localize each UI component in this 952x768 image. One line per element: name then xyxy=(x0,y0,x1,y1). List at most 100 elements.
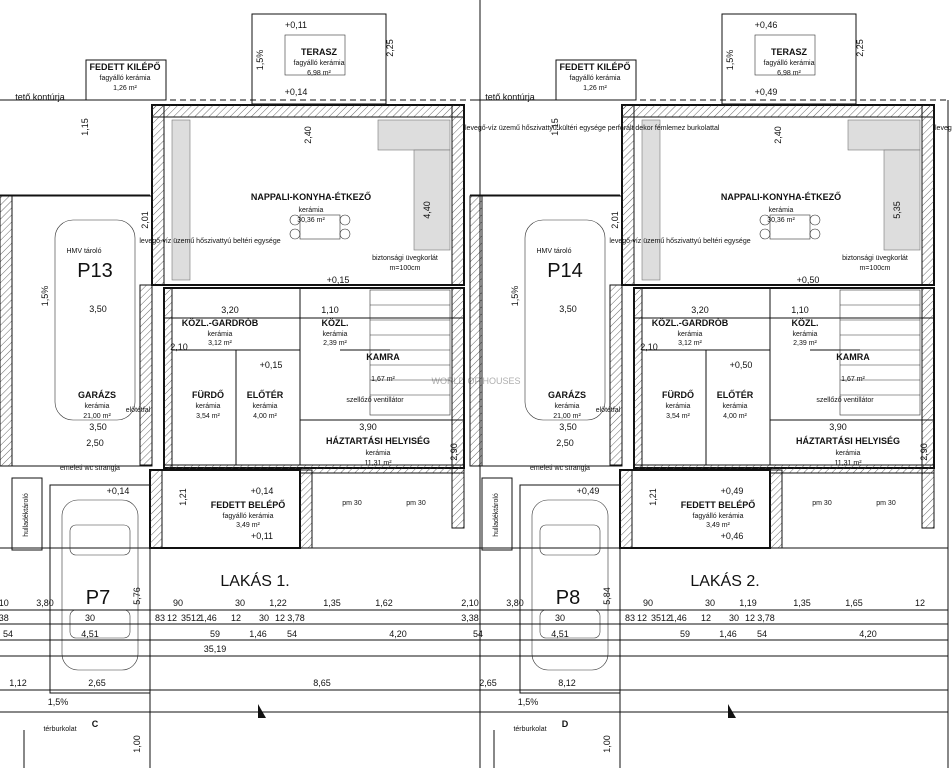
unit-2-dim_row3-3: 1,46 xyxy=(719,629,737,639)
unit-1-emeleti-wc: emeleti wc strangja xyxy=(60,465,120,472)
unit-2-dim_row3-0: 54 xyxy=(473,629,483,639)
unit-1-dim_row1-1: 3,80 xyxy=(36,598,54,608)
unit-1-level-terasz-top: +0,11 xyxy=(285,20,307,30)
unit-1-garazs: GARÁZS xyxy=(78,390,116,400)
unit-1-dim_row2-2: 83 xyxy=(155,613,165,623)
unit-2-terburkolat: térburkolat xyxy=(513,726,546,733)
unit-1-fedett-belepo-area: 3,49 m² xyxy=(236,522,260,529)
unit-1-eloter: ELŐTÉR xyxy=(247,389,284,400)
unit-2-dim_row2-3: 12 xyxy=(637,613,647,623)
unit-2-level-nappali: +0,50 xyxy=(797,275,820,285)
unit-1-level-belepo-top: +0,14 xyxy=(251,486,274,496)
unit-2-dim_row2-6: 1,46 xyxy=(669,613,687,623)
unit-2-terasz-area: 6,98 m² xyxy=(777,70,801,77)
unit-2-dim-210: 2,10 xyxy=(640,342,658,352)
unit-1-level-garazs: +0,14 xyxy=(107,486,130,496)
unit-2-dim-320: 3,20 xyxy=(691,305,709,315)
unit-2-dim-240: 2,40 xyxy=(773,126,783,144)
unit-2-furdo: FÜRDŐ xyxy=(662,389,694,400)
unit-1-terasz-area: 6,98 m² xyxy=(307,70,331,77)
unit-1-dim_row2-3: 12 xyxy=(167,613,177,623)
unit-1-dim_row2-0: 3,38 xyxy=(0,613,9,623)
unit-1-furdo-sub: kerámia xyxy=(196,403,221,410)
unit-1-kamra: KAMRA xyxy=(366,352,400,362)
unit-1-nappali-area: 30,36 m² xyxy=(297,217,325,224)
unit-1-dim_row3-3: 1,46 xyxy=(249,629,267,639)
unit-2-slope-garazs: 1,5% xyxy=(510,286,520,307)
unit-1-furdo: FÜRDŐ xyxy=(192,389,224,400)
watermark: WORLD OF HOUSES xyxy=(431,376,520,386)
unit-1-teto-kontur: tető kontúrja xyxy=(15,92,65,102)
unit-2-garazs-area: 21,00 m² xyxy=(553,413,581,420)
unit-2-fedett-kilepo-sub: fagyálló kerámia xyxy=(570,75,621,82)
unit-2-teto-kontur: tető kontúrja xyxy=(485,92,535,102)
unit-2-dim-201: 2,01 xyxy=(610,211,620,229)
unit-1-dim-240: 2,40 xyxy=(303,126,313,144)
unit-1-dim_row2-10: 3,78 xyxy=(287,613,305,623)
unit-1-parking-inside: P13 xyxy=(77,260,113,282)
unit-1-dim_row5-1: 2,65 xyxy=(88,678,106,688)
unit-2-haztartasi-sub: kerámia xyxy=(836,450,861,457)
unit-2-fedett-belepo-sub: fagyálló kerámia xyxy=(693,513,744,520)
unit-1-kozl-area: 2,39 m² xyxy=(323,340,347,347)
unit-2-level-belepo-top: +0,49 xyxy=(721,486,744,496)
unit-1-haztartasi-sub: kerámia xyxy=(366,450,391,457)
unit-1-plan xyxy=(0,13,478,768)
unit-2-slope: 1,5% xyxy=(518,697,539,707)
unit-2-nappali-area: 30,36 m² xyxy=(767,217,795,224)
unit-1-eloter-sub: kerámia xyxy=(253,403,278,410)
unit-1-fedett-kilepo-title: FEDETT KILÉPŐ xyxy=(89,61,160,72)
unit-1-dim-350-b: 3,50 xyxy=(89,422,107,432)
unit-2-dim-100: 1,00 xyxy=(602,735,612,753)
unit-2-garazs-sub: kerámia xyxy=(555,403,580,410)
unit-1-dim_row3-4: 54 xyxy=(287,629,297,639)
unit-1-dim-320: 3,20 xyxy=(221,305,239,315)
unit-1-section-mark: C xyxy=(92,719,99,729)
unit-2-nappali-sub: kerámia xyxy=(769,207,794,214)
unit-1-dim_row2-8: 30 xyxy=(259,613,269,623)
unit-2-nappali-title: NAPPALI-KONYHA-ÉTKEZŐ xyxy=(721,191,841,202)
unit-1-levego-belteri: levegő-víz üzemű hőszivattyú beltéri egy… xyxy=(139,238,280,245)
unit-1-biztonsagi: biztonsági üvegkorlát xyxy=(372,255,438,262)
unit-1-terasz-sub: fagyálló kerámia xyxy=(294,60,345,67)
unit-1-level-terasz-bot: +0,14 xyxy=(285,87,308,97)
unit-2-dim_row5-1: 8,12 xyxy=(558,678,576,688)
unit-1-dim_row1-0: 2,10 xyxy=(0,598,9,608)
unit-2-dim_row1-3: 30 xyxy=(705,598,715,608)
unit-1-pm-2: pm 30 xyxy=(406,500,426,507)
unit-2-pm-1: pm 30 xyxy=(812,500,832,507)
unit-2-dim_row2-8: 30 xyxy=(729,613,739,623)
unit-2-slope-terasz: 1,5% xyxy=(725,50,735,71)
unit-1-fedett-belepo-sub: fagyálló kerámia xyxy=(223,513,274,520)
unit-1-nappali-title: NAPPALI-KONYHA-ÉTKEZŐ xyxy=(251,191,371,202)
unit-1-dim_row3-0: 54 xyxy=(3,629,13,639)
unit-1-dim_row5-0: 1,12 xyxy=(9,678,27,688)
unit-1-dim-290: 2,90 xyxy=(449,443,459,461)
unit-2-kozl-gardrob-area: 3,12 m² xyxy=(678,340,702,347)
unit-1-kozl-gardrob-area: 3,12 m² xyxy=(208,340,232,347)
unit-2-level-terasz-bot: +0,49 xyxy=(755,87,778,97)
unit-2-dim_row2-2: 83 xyxy=(625,613,635,623)
unit-1-dim_row2-1: 30 xyxy=(85,613,95,623)
unit-2-haztartasi: HÁZTARTÁSI HELYISÉG xyxy=(796,436,900,446)
unit-1-garazs-sub: kerámia xyxy=(85,403,110,410)
unit-1-dim_row5-2: 8,65 xyxy=(313,678,331,688)
unit-2-dim_row2-9: 12 xyxy=(745,613,755,623)
unit-2-dim-390: 3,90 xyxy=(829,422,847,432)
unit-2-biztonsagi-m: m=100cm xyxy=(860,265,891,272)
unit-1-pm-1: pm 30 xyxy=(342,500,362,507)
unit-1-haztartasi: HÁZTARTÁSI HELYISÉG xyxy=(326,436,430,446)
unit-2-dim-350-b: 3,50 xyxy=(559,422,577,432)
unit-2-dim_row3-1: 4,51 xyxy=(551,629,569,639)
unit-1-kozl-sub: kerámia xyxy=(323,331,348,338)
unit-2-dim-576: 5,84 xyxy=(602,587,612,605)
unit-1-dim-225: 2,25 xyxy=(385,39,395,57)
unit-2-dim_row3-5: 4,20 xyxy=(859,629,877,639)
unit-2-dim-250: 2,50 xyxy=(556,438,574,448)
unit-1-fedett-kilepo-area: 1,26 m² xyxy=(113,85,137,92)
unit-1-dim_row2-4: 35 xyxy=(181,613,191,623)
unit-1-nappali-sub: kerámia xyxy=(299,207,324,214)
unit-2-dim-121: 1,21 xyxy=(648,488,658,506)
unit-2-dim_row3-2: 59 xyxy=(680,629,690,639)
